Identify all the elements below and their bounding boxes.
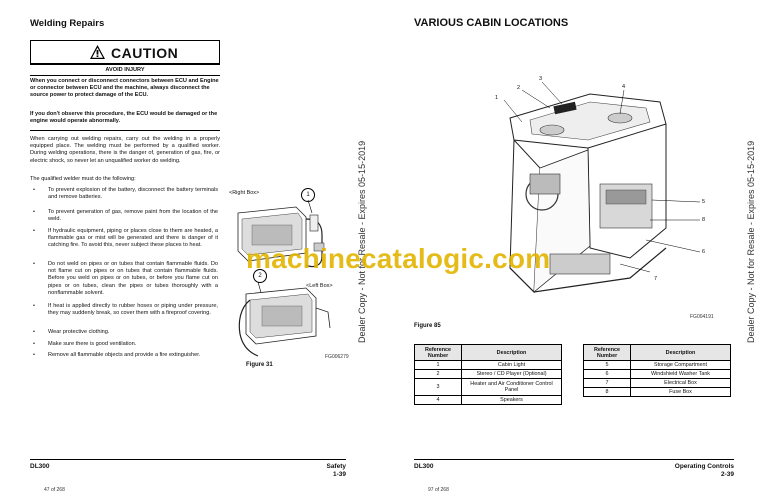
cabin-callout-1: 1 [495,95,499,101]
left-box-label: <Left Box> [306,283,333,289]
column-header-ref: Reference Number [414,344,462,361]
watermark: machinecatalogic.com [246,243,551,274]
right-pdf-page: 97 of 268 [428,487,449,493]
right-footer-section: Operating Controls [674,463,734,470]
right-footer-page: 2-39 [720,471,734,478]
right-box-label: <Right Box> [229,190,260,196]
column-header-desc: Description [461,344,562,361]
table-header-row: Reference Number Description [583,344,731,361]
caution-paragraph-2: If you don't observe this procedure, the… [30,111,218,125]
cabin-callout-7: 7 [654,276,658,282]
left-footer-rule [30,459,346,461]
table-header-row: Reference Number Description [414,344,562,361]
left-pdf-page: 47 of 268 [44,487,65,493]
cabin-callout-3: 3 [539,76,543,82]
caution-word: CAUTION [111,45,179,61]
caution-divider [30,64,220,65]
cabin-callout-6: 6 [702,249,706,255]
cabin-illustration [503,81,701,294]
right-footer-model: DL300 [414,463,434,470]
caution-banner: CAUTION [30,40,220,64]
caution-paragraph-1: When you connect or disconnect connector… [30,78,219,99]
callout-2: 2 [253,269,267,283]
column-header-desc: Description [630,344,731,361]
side-stamp-center: Dealer Copy - Not for Resale - Expires 0… [357,140,367,343]
left-page-heading: Welding Repairs [30,18,105,29]
caution-bottom-rule [30,130,220,131]
right-figure-caption: Figure 85 [414,323,441,329]
right-figure-code: FG004191 [690,314,714,320]
column-header-ref: Reference Number [583,344,631,361]
cabin-callout-8: 8 [702,217,706,223]
cabin-callout-5: 5 [702,199,706,205]
right-footer-rule [414,459,734,461]
caution-subhead: AVOID INJURY [105,67,145,73]
welding-paragraph: When carrying out welding repairs, carry… [30,136,220,164]
subhead-divider [30,75,220,76]
side-stamp-right: Dealer Copy - Not for Resale - Expires 0… [746,140,756,343]
left-figure-caption: Figure 31 [246,362,273,368]
left-figure-code: FG006279 [325,354,349,360]
cabin-callout-2: 2 [517,85,521,91]
right-page-heading: VARIOUS CABIN LOCATIONS [414,17,569,29]
welder-intro: The qualified welder must do the followi… [30,176,136,182]
left-battery-box-illustration [238,281,331,357]
warning-triangle-icon [90,45,105,59]
left-footer-page: 1-39 [332,471,346,478]
cabin-callout-4: 4 [622,84,626,90]
left-footer-model: DL300 [30,463,50,470]
right-battery-box-illustration [237,199,325,268]
left-footer-section: Safety [326,463,346,470]
callout-1: 1 [301,188,315,202]
